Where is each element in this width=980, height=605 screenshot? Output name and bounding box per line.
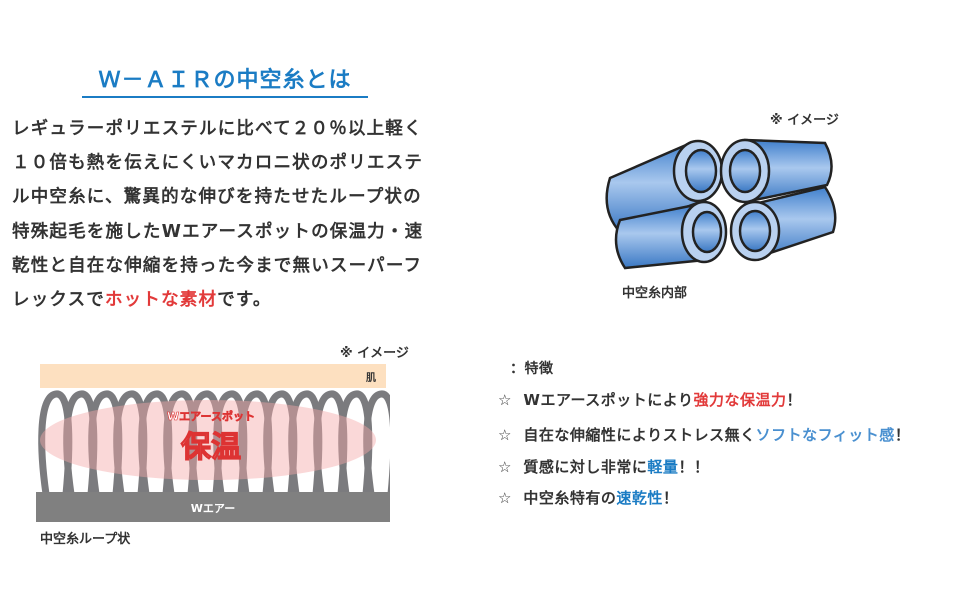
text: 質感に対し非常に — [523, 458, 648, 476]
text: 中空糸特有の — [523, 489, 617, 507]
text: ！ — [786, 391, 803, 409]
tube — [614, 200, 728, 270]
tube-caption: 中空糸内部 — [622, 286, 688, 301]
star-icon: ☆ — [498, 489, 512, 507]
description-line: ル中空糸に、驚異的な伸びを持たせたループ状の — [12, 187, 422, 208]
base-layer — [36, 492, 390, 522]
hollow-fiber-tubes-illustration — [605, 138, 837, 270]
text: ！ — [662, 489, 679, 507]
description-line: 乾性と自在な伸縮を持った今まで無いスーパーフ — [12, 255, 423, 276]
feature-item: ☆ Wエアースポットにより強力な保温力！ — [498, 389, 802, 410]
text: ！ — [894, 426, 911, 444]
text: です。 — [217, 290, 272, 311]
skin-label: 肌 — [366, 372, 376, 384]
fiber-loop — [363, 390, 390, 495]
description-line: レギュラーポリエステルに比べて２０％以上軽く — [12, 119, 423, 139]
star-icon: ☆ — [498, 458, 512, 476]
skin-layer — [40, 364, 386, 388]
description-line: 特殊起毛を施したWエアースポットの保温力・速 — [12, 221, 424, 242]
loop-structure-illustration: 肌 Wエアースポット 保温 Wエアー — [36, 364, 390, 522]
warmth-label: 保温 — [181, 430, 241, 465]
highlight-text: ソフトなフィット感 — [755, 426, 895, 444]
loop-image-note: ※ イメージ — [340, 346, 409, 361]
text: ！！ — [678, 458, 710, 476]
text: 自在な伸縮性によりストレス無く — [523, 426, 756, 444]
star-icon: ☆ — [498, 426, 512, 444]
text: レックスで — [12, 290, 105, 311]
tube-image-note: ※ イメージ — [770, 113, 839, 128]
text: Wエアースポットにより — [523, 391, 694, 409]
base-label: Wエアー — [191, 502, 235, 515]
warm-air-zone — [40, 400, 376, 480]
tube — [605, 139, 724, 234]
tube — [729, 185, 837, 262]
feature-item: ☆ 自在な伸縮性によりストレス無くソフトなフィット感！ — [498, 424, 910, 445]
description-line: レックスでホットな素材です。 — [12, 283, 452, 317]
highlight-text: 軽量 — [647, 458, 679, 476]
feature-item: ☆ 質感に対し非常に軽量！！ — [498, 456, 709, 477]
feature-item: ☆ 中空糸特有の速乾性！ — [498, 487, 678, 508]
features-heading: ：特徴 — [510, 361, 554, 377]
description: レギュラーポリエステルに比べて２０％以上軽く １０倍も熱を伝えにくいマカロニ状の… — [12, 112, 452, 317]
description-line: １０倍も熱を伝えにくいマカロニ状のポリエステ — [12, 153, 424, 174]
star-icon: ☆ — [498, 391, 512, 409]
page-title: Ｗ－ＡＩＲの中空糸とは — [82, 66, 368, 98]
tube — [719, 138, 833, 204]
highlight-text: ホットな素材 — [104, 290, 218, 311]
spot-label: Wエアースポット — [167, 409, 255, 423]
loop-caption: 中空糸ループ状 — [40, 532, 131, 547]
highlight-text: 速乾性 — [616, 489, 663, 507]
highlight-text: 強力な保温力 — [693, 391, 787, 409]
